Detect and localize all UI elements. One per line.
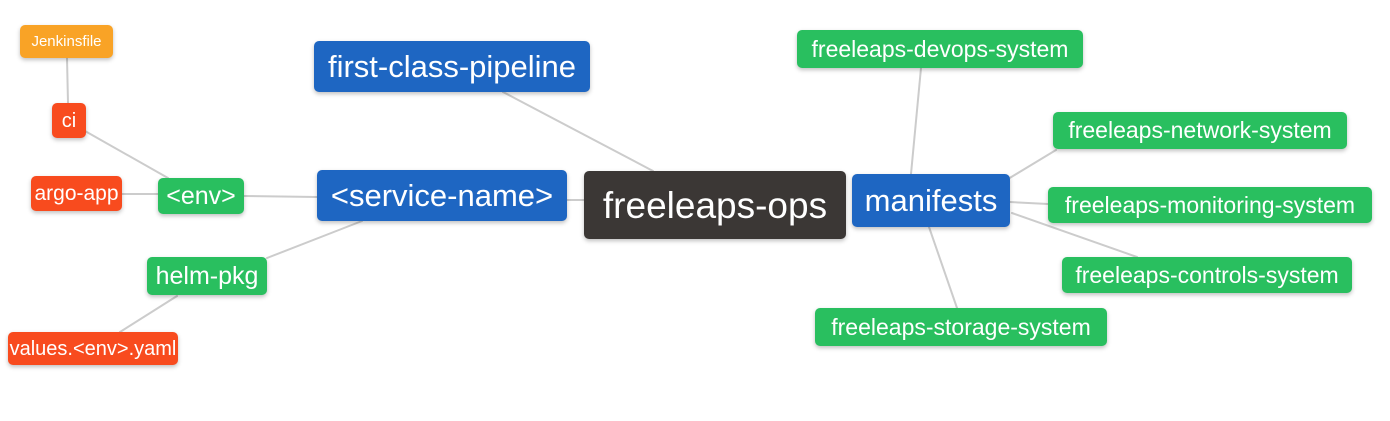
edge-ci-to-env bbox=[84, 130, 169, 179]
node-freeleaps-ops[interactable]: freeleaps-ops bbox=[584, 171, 846, 239]
node-label: <env> bbox=[166, 181, 236, 210]
node-label: helm-pkg bbox=[155, 261, 259, 290]
edge-manifests-to-freeleaps-devops-system bbox=[910, 67, 922, 175]
node-label: freeleaps-ops bbox=[602, 184, 828, 226]
node-jenkinsfile[interactable]: Jenkinsfile bbox=[20, 25, 113, 58]
edge-service-name-to-helm-pkg bbox=[266, 220, 363, 259]
node-helm-pkg[interactable]: helm-pkg bbox=[147, 257, 267, 295]
node-service-name[interactable]: <service-name> bbox=[317, 170, 567, 221]
edge-manifests-to-freeleaps-network-system bbox=[1007, 149, 1057, 180]
node-label: <service-name> bbox=[330, 178, 554, 213]
edge-env-to-service-name bbox=[243, 195, 318, 198]
node-label: freeleaps-storage-system bbox=[831, 313, 1091, 340]
node-argo-app[interactable]: argo-app bbox=[31, 176, 122, 211]
node-label: ci bbox=[61, 109, 77, 132]
node-label: first-class-pipeline bbox=[327, 49, 577, 84]
edge-jenkinsfile-to-ci bbox=[66, 57, 69, 104]
edge-manifests-to-freeleaps-storage-system bbox=[928, 226, 958, 309]
edge-helm-pkg-to-values-env-yaml bbox=[119, 295, 178, 333]
node-label: freeleaps-monitoring-system bbox=[1064, 191, 1356, 218]
node-manifests[interactable]: manifests bbox=[852, 174, 1010, 227]
node-freeleaps-devops-system[interactable]: freeleaps-devops-system bbox=[797, 30, 1083, 68]
node-freeleaps-network-system[interactable]: freeleaps-network-system bbox=[1053, 112, 1347, 149]
node-env[interactable]: <env> bbox=[158, 178, 244, 214]
node-label: argo-app bbox=[34, 182, 119, 205]
node-first-class-pipeline[interactable]: first-class-pipeline bbox=[314, 41, 590, 92]
node-label: manifests bbox=[864, 183, 998, 218]
node-label: Jenkinsfile bbox=[31, 33, 102, 50]
node-values-env-yaml[interactable]: values.<env>.yaml bbox=[8, 332, 178, 365]
node-ci[interactable]: ci bbox=[52, 103, 86, 138]
node-label: freeleaps-devops-system bbox=[811, 35, 1069, 62]
node-freeleaps-controls-system[interactable]: freeleaps-controls-system bbox=[1062, 257, 1352, 293]
edge-first-class-pipeline-to-freeleaps-ops bbox=[502, 91, 654, 172]
node-label: freeleaps-network-system bbox=[1068, 117, 1332, 143]
node-label: values.<env>.yaml bbox=[9, 337, 177, 360]
node-freeleaps-monitoring-system[interactable]: freeleaps-monitoring-system bbox=[1048, 187, 1372, 223]
edge-manifests-to-freeleaps-monitoring-system bbox=[1009, 201, 1049, 205]
node-freeleaps-storage-system[interactable]: freeleaps-storage-system bbox=[815, 308, 1107, 346]
node-label: freeleaps-controls-system bbox=[1075, 261, 1339, 288]
edge-manifests-to-freeleaps-controls-system bbox=[1011, 212, 1138, 258]
